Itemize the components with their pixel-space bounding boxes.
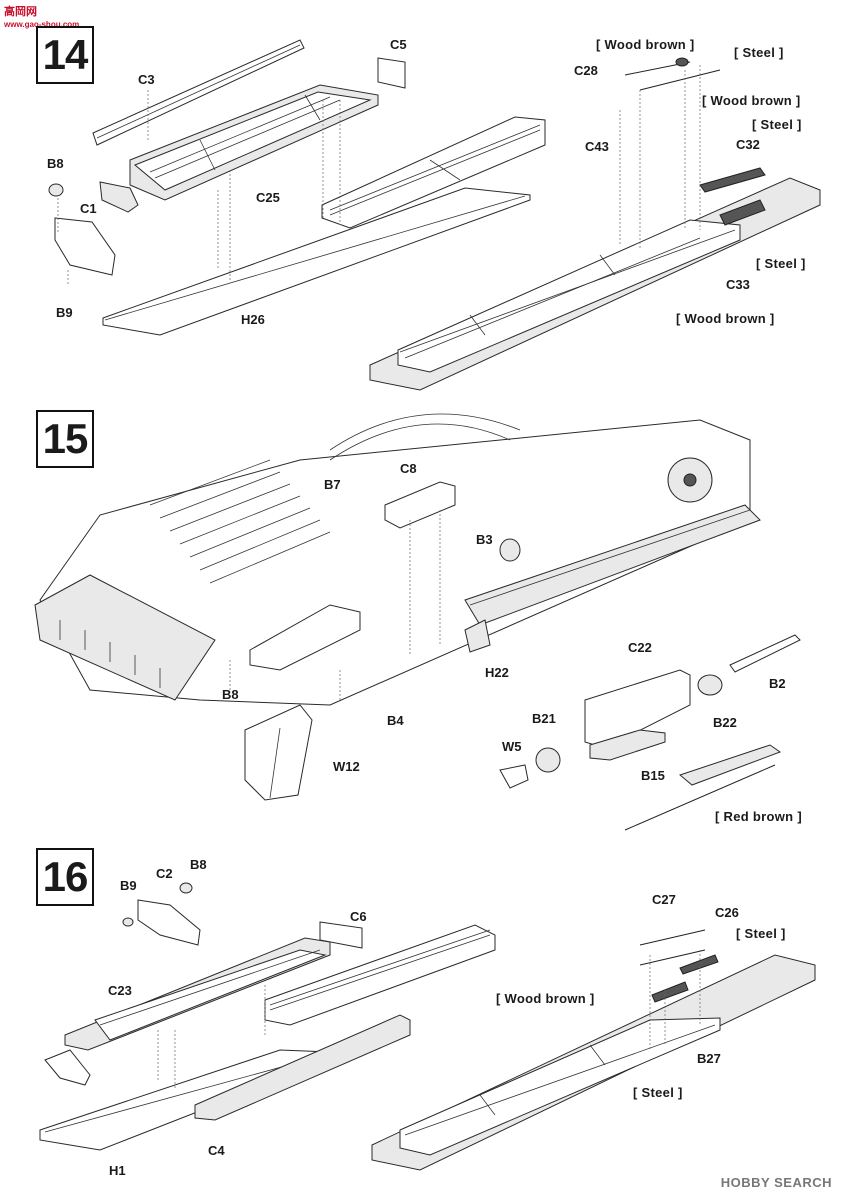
step15-artwork bbox=[34, 413, 801, 831]
paint-label-steel-5: [ Steel ] bbox=[633, 1085, 683, 1100]
part-label-c2: C2 bbox=[156, 866, 173, 881]
paint-label-steel-4: [ Steel ] bbox=[736, 926, 786, 941]
paint-label-steel-3: [ Steel ] bbox=[756, 256, 806, 271]
part-label-b22: B22 bbox=[713, 715, 737, 730]
paint-label-steel-1: [ Steel ] bbox=[734, 45, 784, 60]
watermark-logo: 高岡网 www.gao-shou.com bbox=[4, 3, 79, 29]
part-label-b8-step16: B8 bbox=[190, 857, 207, 872]
part-label-c6: C6 bbox=[350, 909, 367, 924]
part-label-c5: C5 bbox=[390, 37, 407, 52]
part-label-c27: C27 bbox=[652, 892, 676, 907]
paint-label-wood-brown-4: [ Wood brown ] bbox=[496, 991, 595, 1006]
part-label-h1: H1 bbox=[109, 1163, 126, 1178]
part-label-c22: C22 bbox=[628, 640, 652, 655]
paint-label-wood-brown-1: [ Wood brown ] bbox=[596, 37, 695, 52]
part-label-c8: C8 bbox=[400, 461, 417, 476]
part-label-c4: C4 bbox=[208, 1143, 225, 1158]
step-14-number: 14 bbox=[36, 26, 94, 84]
part-label-c26: C26 bbox=[715, 905, 739, 920]
part-label-c23: C23 bbox=[108, 983, 132, 998]
part-label-c3: C3 bbox=[138, 72, 155, 87]
part-label-h22: H22 bbox=[485, 665, 509, 680]
hobby-search-logo: HOBBY SEARCH bbox=[720, 1175, 832, 1190]
step14-artwork bbox=[48, 39, 821, 391]
part-label-b27: B27 bbox=[697, 1051, 721, 1066]
part-label-b9: B9 bbox=[56, 305, 73, 320]
watermark-logo-text: 高岡网 bbox=[4, 6, 37, 18]
part-label-b3: B3 bbox=[476, 532, 493, 547]
part-label-c32: C32 bbox=[736, 137, 760, 152]
part-label-c1: C1 bbox=[80, 201, 97, 216]
step-15-number: 15 bbox=[36, 410, 94, 468]
paint-label-wood-brown-2: [ Wood brown ] bbox=[702, 93, 801, 108]
part-label-c28: C28 bbox=[574, 63, 598, 78]
part-label-h26: H26 bbox=[241, 312, 265, 327]
part-label-b7: B7 bbox=[324, 477, 341, 492]
part-label-b15: B15 bbox=[641, 768, 665, 783]
part-label-w12: W12 bbox=[333, 759, 360, 774]
part-label-b21: B21 bbox=[532, 711, 556, 726]
paint-label-wood-brown-3: [ Wood brown ] bbox=[676, 311, 775, 326]
part-label-b8-step15: B8 bbox=[222, 687, 239, 702]
part-label-b2: B2 bbox=[769, 676, 786, 691]
part-label-c43: C43 bbox=[585, 139, 609, 154]
step-16-number: 16 bbox=[36, 848, 94, 906]
paint-label-steel-2: [ Steel ] bbox=[752, 117, 802, 132]
part-label-c33: C33 bbox=[726, 277, 750, 292]
paint-label-red-brown: [ Red brown ] bbox=[715, 809, 802, 824]
part-label-b9-step16: B9 bbox=[120, 878, 137, 893]
part-label-c25: C25 bbox=[256, 190, 280, 205]
part-label-b4: B4 bbox=[387, 713, 404, 728]
part-label-w5: W5 bbox=[502, 739, 522, 754]
watermark-domain: www.gao-shou.com bbox=[4, 20, 80, 29]
step16-artwork bbox=[39, 882, 816, 1171]
part-label-b8: B8 bbox=[47, 156, 64, 171]
